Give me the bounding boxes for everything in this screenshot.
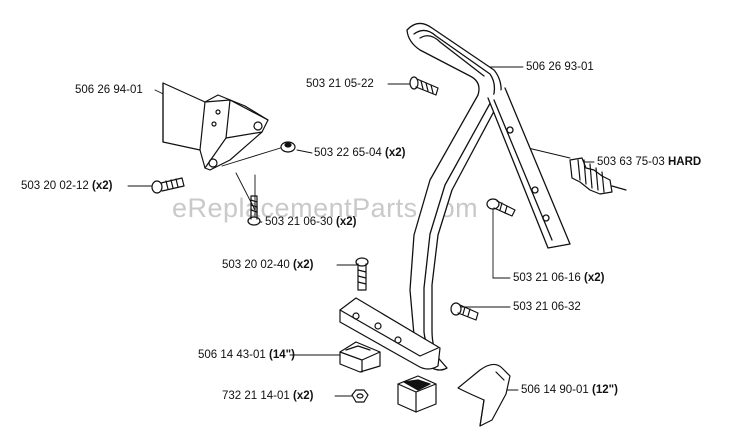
callout-503-20-02-12: 503 20 02-12 (x2) <box>21 180 112 193</box>
callout-503-21-06-30: 503 21 06-30 (x2) <box>265 216 356 229</box>
part-number: 503 21 06-32 <box>513 301 581 313</box>
part-qty: (x2) <box>293 259 314 271</box>
pad-part-14 <box>339 341 381 373</box>
bolt-part-4 <box>486 198 516 217</box>
bolt-part-2 <box>151 177 185 194</box>
part-qty: (12") <box>592 384 618 396</box>
part-number: 506 14 43-01 <box>198 349 266 361</box>
part-number: 503 20 02-40 <box>222 259 290 271</box>
bolt-part-6 <box>355 257 369 291</box>
callout-503-20-02-40: 503 20 02-40 (x2) <box>222 259 313 272</box>
base-rail-part <box>339 297 441 370</box>
callout-503-21-05-22: 503 21 05-22 <box>306 78 374 91</box>
part-number: 503 63 75-03 <box>597 156 665 168</box>
part-number: 503 22 65-04 <box>314 147 382 159</box>
part-qty: (x2) <box>92 180 113 192</box>
part-qty: (x2) <box>336 216 357 228</box>
callout-503-63-75-03: 503 63 75-03 HARD <box>597 156 701 169</box>
callout-506-26-94-01: 506 26 94-01 <box>75 84 143 97</box>
bracket-part <box>162 82 269 171</box>
part-number: 506 26 93-01 <box>526 61 594 73</box>
callout-732-21-14-01: 732 21 14-01 (x2) <box>222 390 313 403</box>
part-qty: (x2) <box>293 390 314 402</box>
pad-part-12 <box>457 363 511 427</box>
part-number: 503 21 06-16 <box>513 272 581 284</box>
nut-part <box>280 141 296 153</box>
callout-503-21-06-32: 503 21 06-32 <box>513 301 581 314</box>
part-number: 503 21 05-22 <box>306 78 374 90</box>
part-number: 732 21 14-01 <box>222 390 290 402</box>
part-number: 503 21 06-30 <box>265 216 333 228</box>
handle-bar-part <box>406 22 571 371</box>
part-number: 506 14 90-01 <box>521 384 589 396</box>
callout-503-21-06-16: 503 21 06-16 (x2) <box>513 272 604 285</box>
callout-506-14-90-01: 506 14 90-01 (12") <box>521 384 618 397</box>
foot-block-part <box>397 375 437 413</box>
part-qty: (x2) <box>584 272 605 284</box>
part-number: 503 20 02-12 <box>21 180 89 192</box>
part-qty: (x2) <box>385 147 406 159</box>
callout-506-14-43-01: 506 14 43-01 (14") <box>198 349 295 362</box>
part-qty: HARD <box>668 156 702 168</box>
part-qty: (14") <box>269 349 295 361</box>
nut-part-2 <box>351 389 369 403</box>
bolt-part-3 <box>247 195 261 226</box>
callout-506-26-93-01: 506 26 93-01 <box>526 61 594 74</box>
bolt-part-5 <box>450 302 479 321</box>
callout-503-22-65-04: 503 22 65-04 (x2) <box>314 147 405 160</box>
part-number: 506 26 94-01 <box>75 84 143 96</box>
spring-part <box>569 157 627 195</box>
bolt-part-1 <box>409 76 439 96</box>
